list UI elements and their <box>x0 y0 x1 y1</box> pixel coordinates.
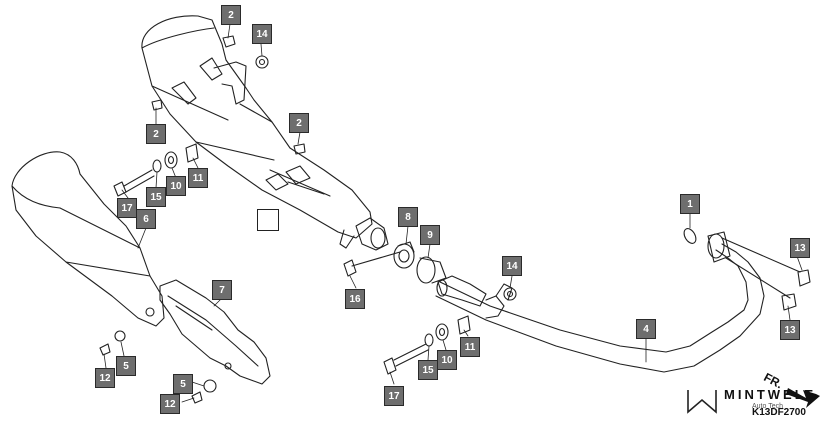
callout-11: 11 <box>188 168 208 188</box>
callout-2: 2 <box>289 113 309 133</box>
callout-7: 7 <box>212 280 232 300</box>
brand-name: MINTWELT <box>724 387 816 402</box>
callout-15: 15 <box>146 187 166 207</box>
callout-10: 10 <box>437 350 457 370</box>
brand-subtitle: Auto Tech <box>752 403 784 410</box>
callout-13: 13 <box>780 320 800 340</box>
callout-2: 2 <box>221 5 241 25</box>
callout-6: 6 <box>136 209 156 229</box>
callout-16: 16 <box>345 289 365 309</box>
callout-15: 15 <box>418 360 438 380</box>
header-pipe <box>435 231 801 373</box>
collar <box>416 256 447 284</box>
callout-10: 10 <box>166 176 186 196</box>
heat-shield <box>159 279 271 385</box>
callout-8: 8 <box>398 207 418 227</box>
callout-17: 17 <box>384 386 404 406</box>
blank-callout-box <box>257 209 279 231</box>
callout-13: 13 <box>790 238 810 258</box>
diagram-code: K13DF2700 <box>752 407 806 418</box>
callout-4: 4 <box>636 319 656 339</box>
connector-pipe <box>436 275 487 307</box>
clamp <box>393 241 415 269</box>
small-bolt <box>99 343 203 404</box>
callout-1: 1 <box>680 194 700 214</box>
callout-17: 17 <box>117 198 137 218</box>
callout-9: 9 <box>420 225 440 245</box>
leader-lines <box>103 23 803 403</box>
lower-muffler <box>11 151 165 327</box>
bolt <box>113 169 429 375</box>
callout-12: 12 <box>95 368 115 388</box>
callout-14: 14 <box>502 256 522 276</box>
grommet <box>185 143 471 335</box>
upper-muffler <box>141 15 373 239</box>
brand-logo-mark <box>687 390 717 414</box>
upper-muffler-joint <box>339 217 389 251</box>
callout-5: 5 <box>173 374 193 394</box>
clip-nut <box>781 269 811 311</box>
callout-14: 14 <box>252 24 272 44</box>
flange-nut <box>255 55 517 301</box>
callout-12: 12 <box>160 394 180 414</box>
spacer <box>164 151 449 341</box>
gasket <box>683 228 697 244</box>
nut <box>151 35 306 155</box>
front-direction-arrow <box>786 388 820 408</box>
callout-5: 5 <box>116 356 136 376</box>
callout-11: 11 <box>460 337 480 357</box>
callout-2: 2 <box>146 124 166 144</box>
